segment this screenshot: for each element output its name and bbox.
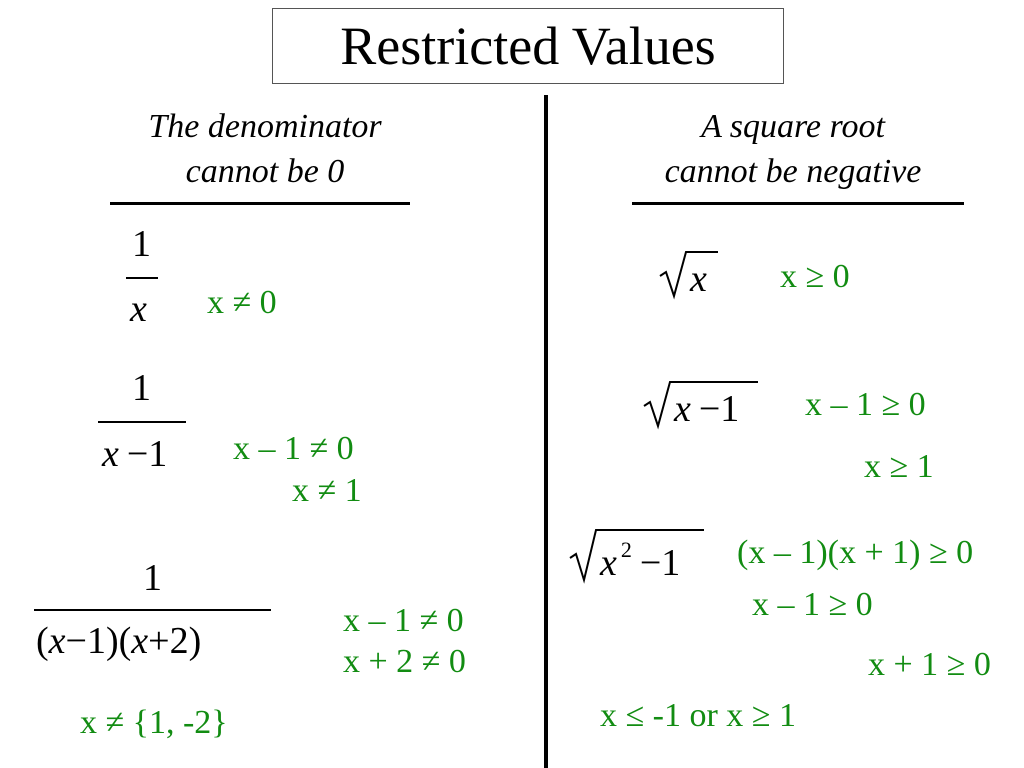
denominator-var-1: x: [48, 620, 66, 662]
left-heading-line2: cannot be 0: [185, 153, 345, 190]
radicand: x−1: [674, 387, 739, 431]
radicand-rest: −1: [698, 388, 740, 430]
denominator-part-3: +2): [148, 620, 202, 662]
right-heading-rule: [632, 202, 964, 205]
denominator-rest: −1: [126, 433, 168, 475]
result-line-2: x + 2 ≠ 0: [343, 643, 466, 680]
result-summary: x ≤ -1 or x ≥ 1: [600, 697, 796, 734]
result-line-2: x ≠ 1: [292, 472, 362, 509]
denominator-var: x: [102, 433, 119, 475]
result-line-1: (x – 1)(x + 1) ≥ 0: [737, 534, 974, 571]
fraction-numerator: 1: [132, 367, 151, 409]
fraction-bar: [34, 609, 271, 611]
fraction-numerator: 1: [132, 223, 151, 265]
result-x-not-0: x ≠ 0: [207, 284, 277, 321]
radical-sign-icon: [659, 251, 718, 300]
result-line-1: x – 1 ≥ 0: [805, 386, 926, 423]
result-line-1: x – 1 ≠ 0: [233, 430, 354, 467]
fraction-denominator: x−1: [102, 432, 167, 476]
left-heading: The denominator cannot be 0: [110, 104, 420, 194]
page-title: Restricted Values: [272, 8, 784, 84]
radicand-rest: −1: [639, 542, 681, 584]
result-line-2: x – 1 ≥ 0: [752, 586, 873, 623]
fraction-denominator: (x−1)(x+2): [36, 619, 201, 663]
radicand-var: x: [600, 542, 617, 584]
right-heading-line2: cannot be negative: [664, 153, 922, 190]
fraction-bar: [126, 277, 158, 279]
result-line-1: x – 1 ≠ 0: [343, 602, 464, 639]
radicand: x: [690, 258, 707, 300]
radical-sign-icon: [569, 529, 704, 584]
result-line-2: x ≥ 1: [864, 448, 934, 485]
denominator-part-2: −1)(: [65, 620, 132, 662]
right-heading-line1: A square root: [701, 108, 885, 145]
left-heading-rule: [110, 202, 410, 205]
radicand-var: x: [674, 388, 691, 430]
denominator-part-1: (: [36, 620, 49, 662]
radicand-exponent: 2: [620, 537, 632, 563]
right-heading: A square root cannot be negative: [628, 104, 958, 194]
result-line-3: x + 1 ≥ 0: [868, 646, 991, 683]
column-divider: [544, 95, 548, 768]
radical-sign-icon: [643, 381, 758, 430]
result-summary: x ≠ {1, -2}: [80, 704, 228, 741]
result-x-ge-0: x ≥ 0: [780, 258, 850, 295]
fraction-bar: [98, 421, 186, 423]
denominator-var-2: x: [131, 620, 149, 662]
fraction-numerator: 1: [143, 557, 162, 599]
left-heading-line1: The denominator: [148, 108, 382, 145]
fraction-denominator: x: [130, 288, 147, 330]
